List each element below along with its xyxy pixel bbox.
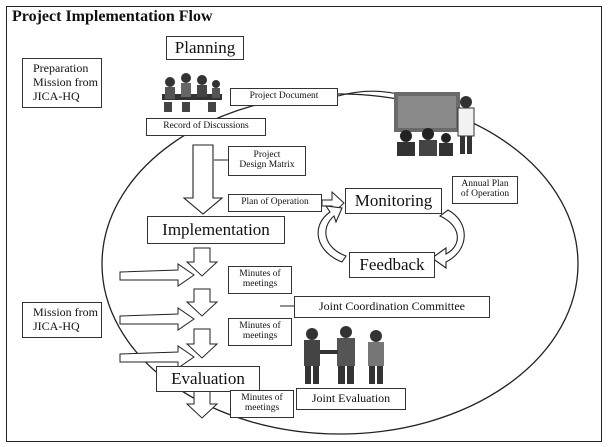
slide-frame: [6, 6, 602, 442]
joint-evaluation-box: Joint Evaluation: [296, 388, 406, 410]
project-document-box: Project Document: [230, 88, 338, 106]
joint-coordination-committee-box: Joint Coordination Committee: [294, 296, 490, 318]
project-cycle-ellipse: [101, 93, 579, 435]
slide-title: Project Implementation Flow: [12, 8, 213, 25]
project-design-matrix-box: Project Design Matrix: [228, 146, 306, 176]
monitoring-box: Monitoring: [345, 188, 442, 214]
implementation-down-arrows: [185, 247, 219, 419]
handshake-people-icon: [304, 326, 384, 384]
classroom-teacher-icon: [394, 92, 475, 156]
mission-from-jica-hq-box: Mission from JICA-HQ: [22, 302, 102, 338]
minutes-of-meetings-box-3: Minutes of meetings: [230, 390, 294, 418]
record-of-discussions-box: Record of Discussions: [146, 118, 266, 136]
implementation-box: Implementation: [147, 216, 285, 244]
minutes-of-meetings-box-2: Minutes of meetings: [228, 318, 292, 346]
annual-plan-of-operation-box: Annual Plan of Operation: [452, 176, 518, 204]
incoming-wide-arrows: [119, 263, 195, 369]
project-document-connector: [337, 90, 399, 97]
minutes-of-meetings-box-1: Minutes of meetings: [228, 266, 292, 294]
plan-of-operation-box: Plan of Operation: [228, 194, 322, 212]
feedback-box: Feedback: [349, 252, 435, 278]
planning-to-implementation-arrow: [182, 144, 224, 215]
evaluation-box: Evaluation: [156, 366, 260, 392]
preparation-mission-box: Preparation Mission from JICA-HQ: [22, 58, 102, 108]
meeting-people-icon: [162, 73, 222, 112]
planning-box: Planning: [166, 36, 244, 60]
